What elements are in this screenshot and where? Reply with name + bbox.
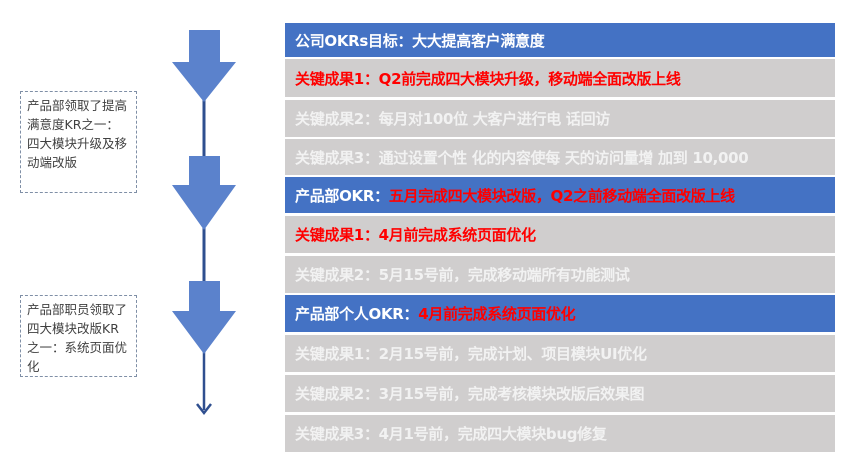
individual-key-result-2: 关键成果2：3月15号前，完成考核模块改版后效果图	[285, 375, 835, 412]
individual-key-result-1: 关键成果1：2月15号前，完成计划、项目模块UI优化	[285, 335, 835, 372]
note-product-dept: 产品部领取了提高满意度KR之一：四大模块升级及移动端改版	[20, 91, 137, 193]
department-objective: 产品部OKR：五月完成四大模块改版，Q2之前移动端全面改版上线	[285, 177, 835, 213]
down-block-arrow-icon-2	[172, 156, 236, 230]
individual-key-result-3: 关键成果3：4月1号前，完成四大模块bug修复	[285, 415, 835, 452]
down-block-arrow-icon-1	[172, 30, 236, 102]
company-key-result-3: 关键成果3：通过设置个性 化的内容使每 天的访问量增 加到 10,000	[285, 139, 835, 175]
company-key-result-2: 关键成果2：每月对100位 大客户进行电 话回访	[285, 100, 835, 137]
objective-text: 大大提高客户满意度	[412, 31, 545, 50]
individual-objective: 产品部个人OKR：4月前完成系统页面优化	[285, 295, 835, 332]
department-key-result-2: 关键成果2：5月15号前，完成移动端所有功能测试	[285, 256, 835, 293]
objective-text: 五月完成四大模块改版，Q2之前移动端全面改版上线	[388, 186, 735, 205]
objective-label: 产品部OKR：	[295, 186, 389, 205]
objective-text: 4月前完成系统页面优化	[418, 305, 576, 323]
objective-label: 公司OKRs目标：	[295, 31, 413, 50]
company-key-result-1: 关键成果1：Q2前完成四大模块升级，移动端全面改版上线	[285, 59, 835, 97]
note-product-staff: 产品部职员领取了四大模块改版KR之一：系统页面优化	[20, 295, 137, 377]
department-key-result-1: 关键成果1：4月前完成系统页面优化	[285, 216, 835, 253]
company-objective: 公司OKRs目标：大大提高客户满意度	[285, 23, 835, 57]
down-block-arrow-icon-3	[172, 281, 236, 354]
end-arrowhead-icon	[196, 403, 212, 416]
objective-label: 产品部个人OKR：	[295, 305, 419, 323]
